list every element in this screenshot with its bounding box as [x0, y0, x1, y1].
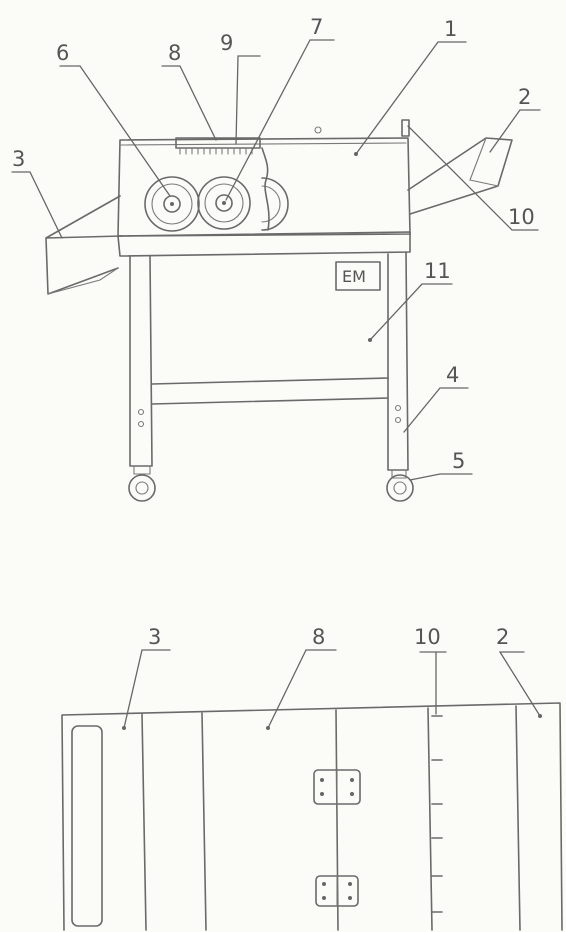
wheel-right: [386, 469, 414, 502]
divider-4: [427, 707, 433, 931]
leader-3: [11, 171, 63, 239]
leader-2: [489, 109, 541, 153]
tv-leader-2: [498, 651, 541, 717]
outlet-chute-2-edge: [469, 137, 499, 187]
stop-pins-row: [431, 715, 443, 913]
label-10: 10: [508, 205, 535, 229]
label-4: 4: [446, 363, 459, 387]
label-5: 5: [452, 449, 465, 473]
label-11: 11: [424, 259, 451, 283]
leader-8: [161, 65, 217, 141]
tv-leader-3: [123, 649, 171, 729]
top-view: 3 8 10 2: [61, 625, 563, 931]
divider-1: [141, 713, 147, 931]
frame-rail: [117, 231, 411, 257]
leader-6: [59, 65, 171, 197]
leg-left: [129, 255, 153, 467]
brush-bristles: [179, 147, 253, 155]
tv-label-2: 2: [496, 625, 509, 649]
leg-hole: [394, 416, 402, 424]
inlet-chute-3: [45, 195, 123, 295]
label-6: 6: [56, 41, 69, 65]
inlet-chute-3-edge: [47, 267, 119, 295]
leg-hole: [394, 404, 402, 412]
tv-leader-10: [419, 651, 447, 715]
leader-10: [407, 125, 539, 231]
label-8: 8: [168, 41, 181, 65]
wheel-left: [128, 465, 156, 502]
leader-7: [225, 39, 335, 201]
divider-2: [201, 712, 207, 931]
leg-hole: [137, 408, 145, 416]
leader-5: [409, 473, 473, 481]
label-9: 9: [220, 31, 233, 55]
stop-pin-10: [401, 119, 410, 137]
label-1: 1: [444, 17, 457, 41]
top-cover: [119, 142, 407, 146]
gear-guard: [261, 147, 270, 231]
hinge-upper: [313, 769, 361, 805]
brush-holder: [175, 137, 261, 149]
tv-leader-8: [267, 649, 337, 729]
top-view-frame: [61, 702, 563, 931]
tv-label-8: 8: [312, 625, 325, 649]
leader-4: [403, 387, 469, 433]
label-2: 2: [518, 85, 531, 109]
label-3: 3: [12, 147, 25, 171]
gear-7: [197, 176, 251, 230]
divider-3: [335, 709, 339, 931]
leader-9: [235, 55, 261, 145]
leader-1: [355, 41, 467, 155]
gear-6: [144, 176, 200, 232]
tv-label-10: 10: [414, 625, 441, 649]
front-view: EM 1 2 3 4 5 6 7 8 9 10 11: [11, 15, 541, 502]
leg-hole: [137, 420, 145, 428]
lower-crossbar: [151, 377, 389, 405]
top-knob: [314, 126, 322, 134]
leader-11: [369, 283, 453, 341]
tv-label-3: 3: [148, 625, 161, 649]
outlet-chute-2: [407, 137, 513, 215]
inlet-slot: [71, 725, 103, 927]
em-label: EM: [342, 267, 366, 286]
divider-5: [515, 705, 521, 931]
hinge-lower: [315, 875, 359, 907]
em-plate: [335, 261, 381, 291]
label-7: 7: [310, 15, 323, 39]
leg-right: [387, 251, 409, 471]
